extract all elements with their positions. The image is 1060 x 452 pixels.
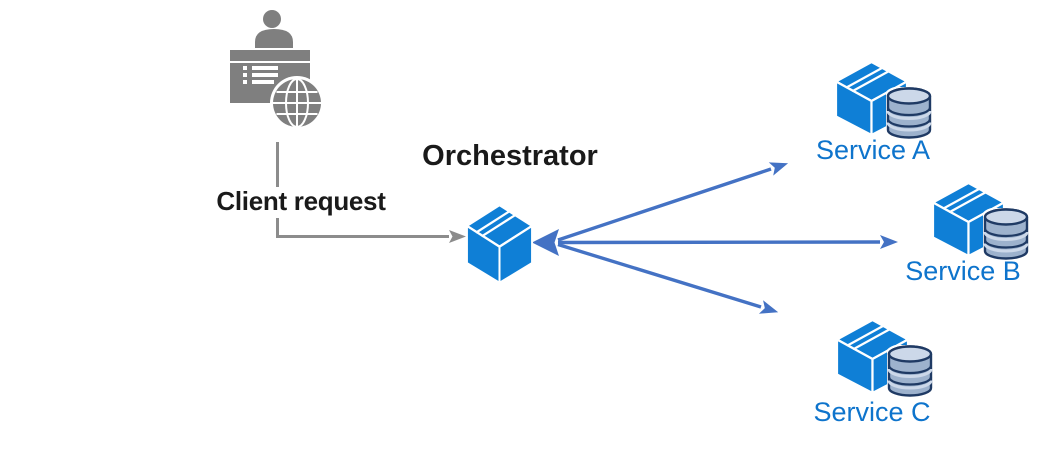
arrowhead-to-orchestrator <box>532 229 559 256</box>
client-request-label: Client request <box>216 186 386 216</box>
orchestrator-service-arrows <box>532 162 898 314</box>
service-a-label: Service A <box>815 135 931 165</box>
service-b-icon <box>932 182 1030 262</box>
orchestrator-label: Orchestrator <box>422 140 598 172</box>
database-icon <box>889 347 931 396</box>
database-icon <box>888 89 930 138</box>
arrow-service-b <box>557 235 898 249</box>
service-a-icon <box>835 61 933 141</box>
globe-icon <box>270 76 324 130</box>
service-b-label: Service B <box>905 256 1021 286</box>
service-c-label: Service C <box>813 397 931 427</box>
orchestrator-icon <box>466 204 533 284</box>
service-c-icon <box>836 319 934 399</box>
client-icon <box>230 10 324 130</box>
arrow-service-a <box>557 162 789 242</box>
database-icon <box>985 210 1027 259</box>
person-icon <box>255 10 293 48</box>
client-request-arrow <box>276 142 466 243</box>
arrow-service-c <box>557 242 779 314</box>
